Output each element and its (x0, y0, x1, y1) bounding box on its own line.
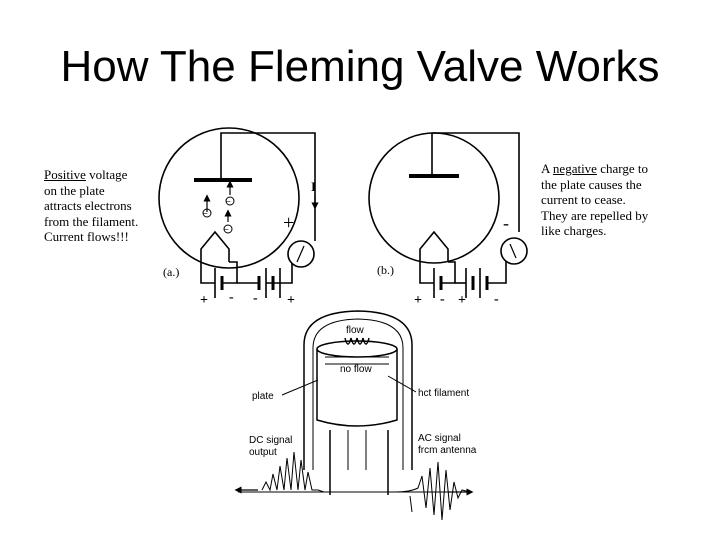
diagram-a (158, 127, 319, 298)
note-text: Current flows!!! (44, 229, 129, 244)
note-text: voltage (85, 167, 128, 182)
wire (441, 261, 456, 284)
polarity-sign: - (494, 292, 499, 307)
dc-signal-label: DC signal (249, 435, 292, 446)
polarity-sign: - (253, 291, 258, 306)
ac-antenna-label: frcm antenna (418, 445, 477, 456)
diagram-label-a: (a.) (163, 265, 179, 279)
note-text: attracts electrons (44, 198, 132, 213)
polarity-sign: - (229, 290, 234, 305)
note-text: on the plate (44, 182, 105, 198)
electron-icon (225, 196, 235, 206)
filament-pointer (387, 375, 417, 393)
valve-envelope-outer (303, 310, 413, 470)
ac-signal-label: AC signal (418, 433, 461, 444)
note-text: charge to (596, 161, 648, 176)
current-label-a: I (311, 179, 316, 194)
diagram-b (368, 132, 528, 298)
plate-wire-b (431, 132, 520, 232)
wire (222, 261, 238, 284)
electron-sign: − (226, 197, 231, 206)
ac-signal-wave (394, 461, 471, 521)
wire (488, 261, 507, 284)
ammeter-a (287, 240, 315, 268)
filament-a (200, 230, 230, 262)
flow-label: flow (346, 325, 365, 336)
electron-sign: − (224, 225, 229, 234)
note-text: They are repelled by (541, 207, 649, 223)
ac-detail (409, 495, 413, 513)
plate-wire-a (220, 132, 316, 218)
ammeter-b (500, 237, 528, 265)
valve-envelope-a (158, 127, 300, 269)
polarity-sign: + (287, 293, 295, 308)
note-text: from the filament. (44, 213, 139, 229)
negative-charge-note: A negative charge to the plate causes th… (541, 161, 681, 239)
note-text: like charges. (541, 223, 607, 238)
bottom-valve-labels: flow no flow plate hct filament DC signa… (249, 325, 477, 458)
wire (266, 263, 293, 284)
wire (419, 262, 434, 284)
dc-signal-wave (261, 451, 325, 493)
plate-pointer (281, 379, 319, 396)
plate-cylinder-top (316, 340, 398, 358)
polarity-sign: + (200, 293, 208, 308)
plate-label: plate (252, 391, 274, 402)
electron-icon (202, 208, 212, 218)
polarity-sign: - (440, 292, 445, 307)
dc-output-label: output (249, 447, 277, 458)
ammeter-needle (296, 245, 305, 263)
diagram-label-b: (b.) (377, 263, 394, 277)
plate-cylinder-body (316, 349, 398, 427)
wire (200, 262, 215, 284)
valve-envelope-b (368, 132, 500, 264)
slide-title: How The Fleming Valve Works (60, 42, 660, 91)
positive-voltage-note: Positive voltage on the plate attracts e… (44, 167, 164, 245)
ammeter-needle (509, 243, 517, 259)
plate-sign-a: + (283, 212, 294, 234)
filament-label: hct filament (418, 388, 469, 399)
no-flow-label: no flow (340, 364, 372, 375)
note-text: the plate causes the (541, 176, 642, 192)
diagram-a-labels: (a.) + I − − − + - - + (163, 179, 316, 308)
bottom-valve (234, 310, 474, 521)
electron-icon (223, 224, 233, 234)
valve-envelope-inner (312, 318, 404, 470)
note-text: current to cease. (541, 192, 626, 207)
negative-keyword: negative (552, 161, 597, 176)
polarity-sign: + (414, 293, 422, 308)
electron-sign: − (203, 209, 208, 218)
positive-keyword: Positive (44, 167, 86, 182)
filament-b (419, 230, 449, 262)
diagram-b-labels: (b.) - + - + - (377, 213, 509, 308)
polarity-sign: + (458, 293, 466, 308)
filament-coil (344, 337, 370, 345)
note-text: A (541, 161, 553, 176)
plate-sign-b: - (503, 213, 509, 233)
